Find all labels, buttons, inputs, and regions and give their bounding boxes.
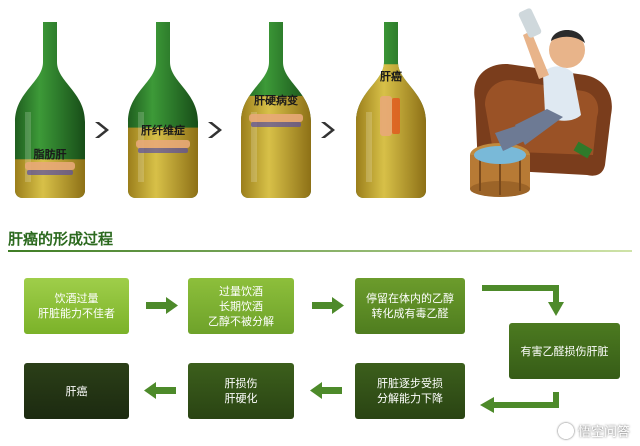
flow-arrow-4-5 [492,392,559,408]
flow-step-1-line-1: 饮酒过量 [54,292,99,305]
liver-figure-3 [249,114,303,127]
flow-step-3-line-1: 停留在体内的乙醇 [366,292,454,305]
flow-arrow-5-6 [310,382,342,399]
liver-figure-2 [136,140,190,153]
liver-figure-4 [380,96,400,136]
arrow-bottle-3-4 [321,122,335,138]
flow-arrow-6-7 [144,382,176,399]
flow-step-2: 过量饮酒长期饮酒乙醇不被分解 [188,278,294,334]
flow-step-2-line-1: 过量饮酒 [219,284,263,298]
flow-step-1: 饮酒过量肝脏能力不佳者 [24,278,129,334]
bottle-label-1: 脂肪肝 [33,147,67,161]
flow-arrow-4-5-head [480,397,494,413]
flow-step-7-line-1: 肝癌 [65,384,88,398]
flow-step-3-line-2: 转化成有毒乙醛 [371,307,449,320]
arrow-bottle-2-3 [208,122,222,138]
beer-level-3 [241,95,311,198]
flow-step-2-line-3: 乙醇不被分解 [208,314,274,328]
section-title: 肝癌的形成过程 [8,230,114,248]
arrow-bottle-1-2 [95,122,109,138]
flow-step-5-line-1: 肝脏逐步受损 [377,377,443,390]
bottle-2: 肝纤维症 [128,22,198,198]
flow-step-1-line-2: 肝脏能力不佳者 [38,307,115,320]
flow-step-2-line-2: 长期饮酒 [219,299,263,313]
flow-arrow-3-4 [482,285,559,304]
bottle-4: 肝癌 [356,22,426,198]
flow-step-6-line-2: 肝硬化 [224,392,258,405]
watermark-text: 悟空问答 [577,425,630,440]
bottle-1: 脂肪肝 [15,22,85,198]
flow-step-5: 肝脏逐步受损分解能力下降 [355,363,465,419]
flow-step-4: 有害乙醛损伤肝脏 [509,323,620,379]
flow-step-6-line-1: 肝损伤 [224,377,258,390]
title-underline [8,250,632,252]
flow-step-4-line-1: 有害乙醛损伤肝脏 [520,344,609,358]
bottle-label-3: 肝硬病变 [254,93,298,107]
flow-step-7: 肝癌 [24,363,129,419]
beer-level-2 [128,127,198,198]
bottle-label-2: 肝纤维症 [141,123,185,137]
liver-figure-1 [25,162,75,175]
flow-step-3: 停留在体内的乙醇转化成有毒乙醛 [355,278,465,334]
flow-arrow-3-4-head [548,302,564,316]
watermark: 悟空问答 [557,421,630,440]
flow-arrow-1-2 [146,297,178,314]
bottle-illustrations: 脂肪肝 肝纤维症 肝硬病变 [15,8,612,198]
flow-step-6: 肝损伤肝硬化 [188,363,294,419]
flow-arrow-2-3 [312,297,344,314]
flow-step-5-line-2: 分解能力下降 [377,392,443,405]
drinking-man-illustration [470,8,612,197]
bottle-3: 肝硬病变 [241,22,311,198]
wukong-logo-icon [557,422,574,439]
bottle-label-4: 肝癌 [380,69,402,83]
